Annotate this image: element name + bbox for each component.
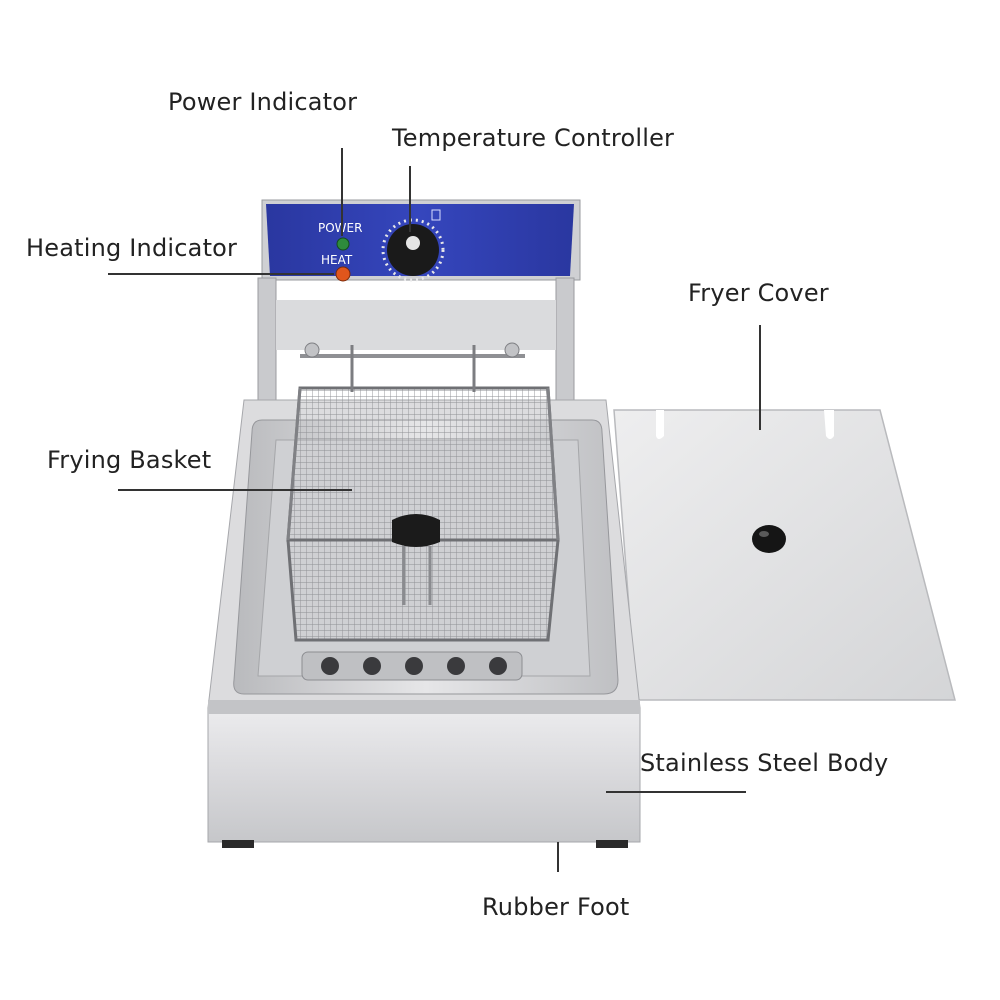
power-panel-text: POWER [318, 221, 362, 235]
heating-indicator-label: Heating Indicator [26, 234, 238, 262]
heat-panel-text: HEAT [321, 253, 353, 267]
fryer-head: POWER HEAT [257, 199, 581, 409]
cover-handle-knob[interactable] [752, 525, 786, 553]
heating-element [301, 651, 523, 681]
temperature-controller-label: Temperature Controller [392, 124, 675, 152]
rubber-feet [222, 840, 628, 848]
power-indicator-light [336, 237, 350, 251]
heat-indicator-light [335, 266, 351, 282]
callout-lines [108, 148, 761, 872]
frying-basket-label: Frying Basket [47, 446, 212, 474]
rubber-foot-label: Rubber Foot [482, 893, 630, 921]
frying-basket[interactable] [286, 345, 560, 642]
fryer-cover [613, 409, 956, 701]
fryer-cover-label: Fryer Cover [688, 279, 829, 307]
stainless-steel-body-label: Stainless Steel Body [640, 749, 889, 777]
power-indicator-label: Power Indicator [168, 88, 358, 116]
basket-handle[interactable] [392, 514, 440, 547]
